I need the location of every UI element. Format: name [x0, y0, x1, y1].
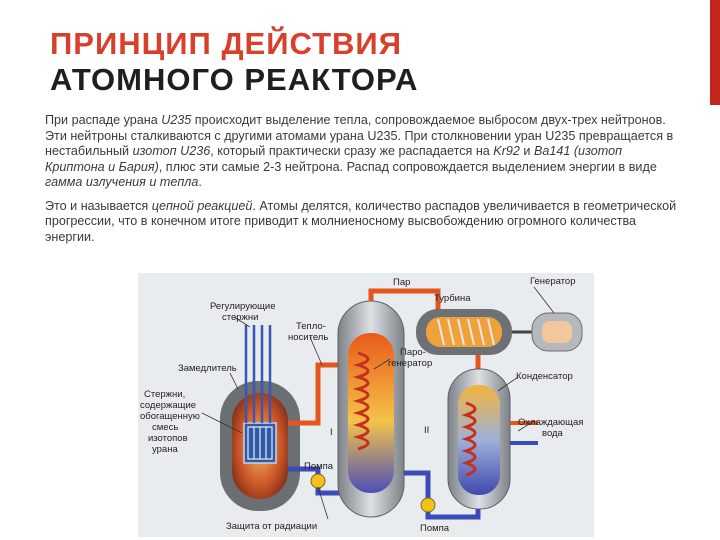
- paragraph-fission: При распаде урана U235 происходит выделе…: [45, 113, 674, 189]
- reactor-vessel: [220, 381, 300, 511]
- title-line-1: Принцип действия: [50, 26, 402, 61]
- label-turbine: Турбина: [434, 293, 471, 304]
- label-pump-1: Помпа: [304, 461, 334, 472]
- pump-2: [420, 497, 436, 513]
- label-coolant: Тепло-носитель: [288, 321, 328, 343]
- secondary-return-pipe: [404, 470, 481, 520]
- paragraph-chain-reaction: Это и называется цепной реакцией. Атомы …: [45, 198, 677, 244]
- label-fuel-rods: Стержни, содержащие обогащенную смесь из…: [140, 389, 203, 455]
- label-circuit-1: I: [330, 427, 333, 438]
- steam-generator: [337, 300, 405, 518]
- label-generator: Генератор: [530, 276, 576, 287]
- accent-bar: [710, 0, 720, 105]
- label-radiation-shield: Защита от радиации: [226, 521, 317, 532]
- title-line-2: атомного реактора: [50, 62, 419, 97]
- generator: [531, 312, 583, 352]
- label-circuit-2: II: [424, 425, 429, 436]
- label-steam-generator: Паро-генератор: [388, 347, 432, 369]
- label-condenser: Конденсатор: [516, 371, 573, 382]
- control-rods: [244, 325, 272, 423]
- steam-pipe: [368, 288, 441, 319]
- slide-title: Принцип действия атомного реактора: [50, 26, 418, 98]
- turbine: [416, 309, 512, 355]
- body-text: При распаде урана U235 происходит выделе…: [45, 113, 683, 253]
- label-steam: Пар: [393, 277, 410, 288]
- label-moderator: Замедлитель: [178, 363, 237, 374]
- pump-1: [310, 473, 326, 489]
- condenser: [447, 368, 511, 510]
- label-pump-2: Помпа: [420, 523, 450, 534]
